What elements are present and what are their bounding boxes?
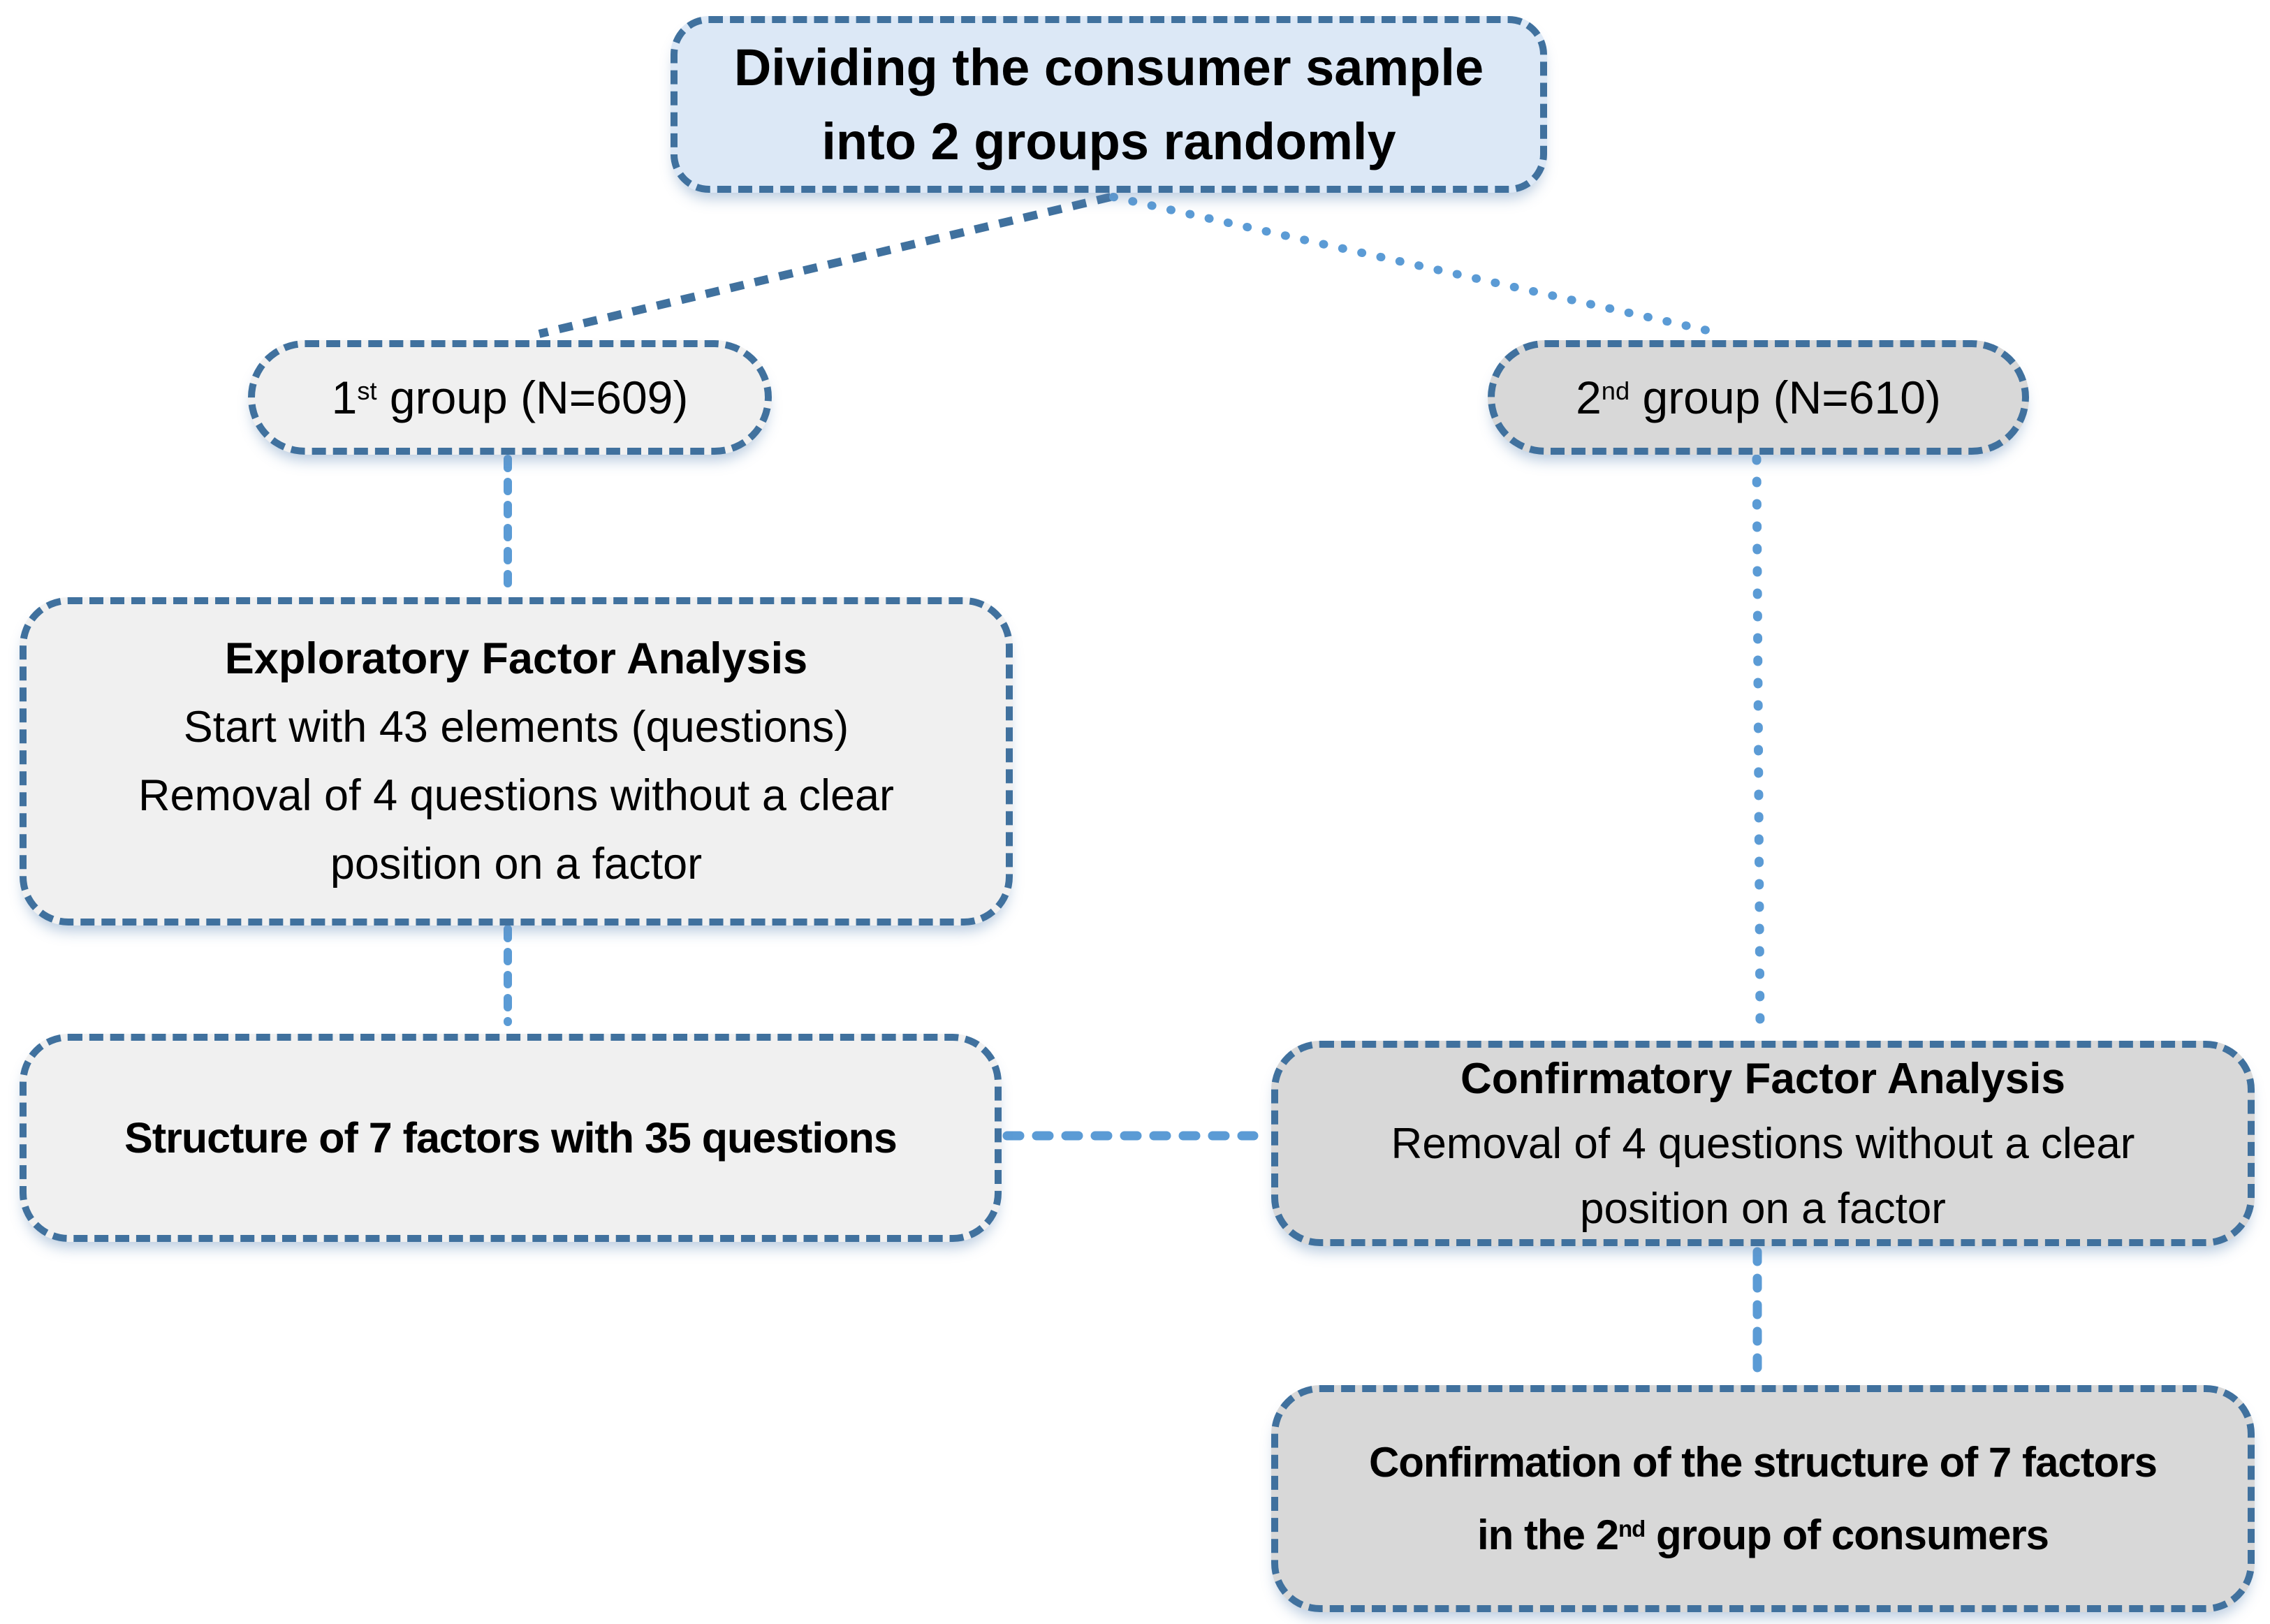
efa-line4: position on a factor	[330, 840, 703, 888]
efa-line2: Start with 43 elements (questions)	[183, 703, 849, 752]
efa-line3: Removal of 4 questions without a clear	[138, 771, 895, 820]
cfa-title: Confirmatory Factor Analysis	[1460, 1054, 2065, 1103]
node-group2: 2nd group (N=610)	[1488, 340, 2029, 455]
group1-label: 1st group (N=609)	[331, 372, 689, 423]
cfa-line3: position on a factor	[1580, 1184, 1946, 1233]
node-exploratory-factor-analysis: Exploratory Factor Analysis Start with 4…	[20, 597, 1013, 926]
dividing-sample-line1: Dividing the consumer sample	[733, 38, 1484, 96]
group1-ordinal-suffix: st	[357, 376, 377, 406]
dividing-sample-line2: into 2 groups randomly	[821, 112, 1396, 170]
confirmation-line2: in the 2nd group of consumers	[1477, 1511, 2049, 1558]
arrow-divide-to-group1	[538, 193, 1112, 338]
node-structure-result: Structure of 7 factors with 35 questions	[20, 1034, 1002, 1242]
node-dividing-sample: Dividing the consumer sample into 2 grou…	[671, 16, 1547, 193]
arrow-divide-to-group2	[1109, 193, 1724, 337]
structure-label: Structure of 7 factors with 35 questions	[124, 1114, 898, 1162]
confirmation-ordinal-suffix: nd	[1618, 1515, 1646, 1542]
efa-title: Exploratory Factor Analysis	[224, 634, 808, 683]
arrow-group2-to-cfa	[1752, 454, 1765, 1034]
node-confirmatory-factor-analysis: Confirmatory Factor Analysis Removal of …	[1271, 1041, 2255, 1246]
node-confirmation-result: Confirmation of the structure of 7 facto…	[1271, 1385, 2255, 1612]
cfa-line2: Removal of 4 questions without a clear	[1391, 1119, 2135, 1168]
group2-label: 2nd group (N=610)	[1576, 372, 1941, 423]
confirmation-line1: Confirmation of the structure of 7 facto…	[1368, 1438, 2158, 1486]
group2-ordinal-suffix: nd	[1601, 376, 1630, 406]
node-group1: 1st group (N=609)	[248, 340, 772, 455]
